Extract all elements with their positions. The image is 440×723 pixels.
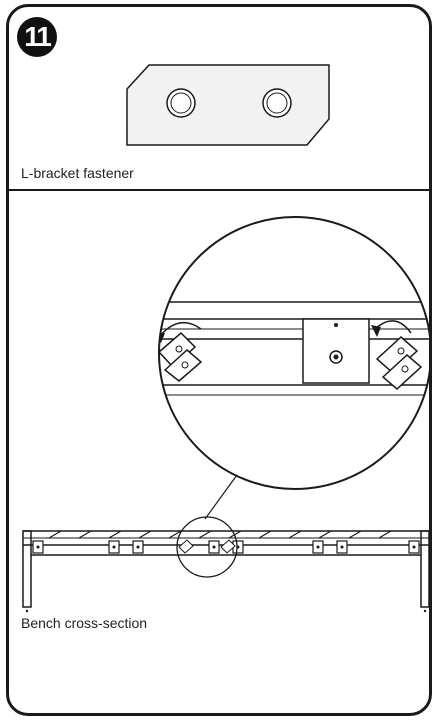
detail-callout-circle — [176, 516, 238, 578]
left-corner-bracket — [159, 321, 203, 382]
view-label: Bench cross-section — [21, 615, 148, 631]
bench-cross-section — [22, 516, 429, 613]
magnified-detail — [158, 216, 429, 490]
part-label: L-bracket fastener — [21, 165, 134, 181]
l-bracket-plate — [126, 64, 330, 146]
section-divider — [9, 189, 429, 191]
instruction-panel: 11 — [6, 4, 432, 716]
step-number-badge: 11 — [17, 17, 57, 57]
right-corner-bracket — [371, 320, 423, 391]
detail-leader-line — [204, 474, 238, 520]
assembly-diagram — [22, 64, 429, 613]
